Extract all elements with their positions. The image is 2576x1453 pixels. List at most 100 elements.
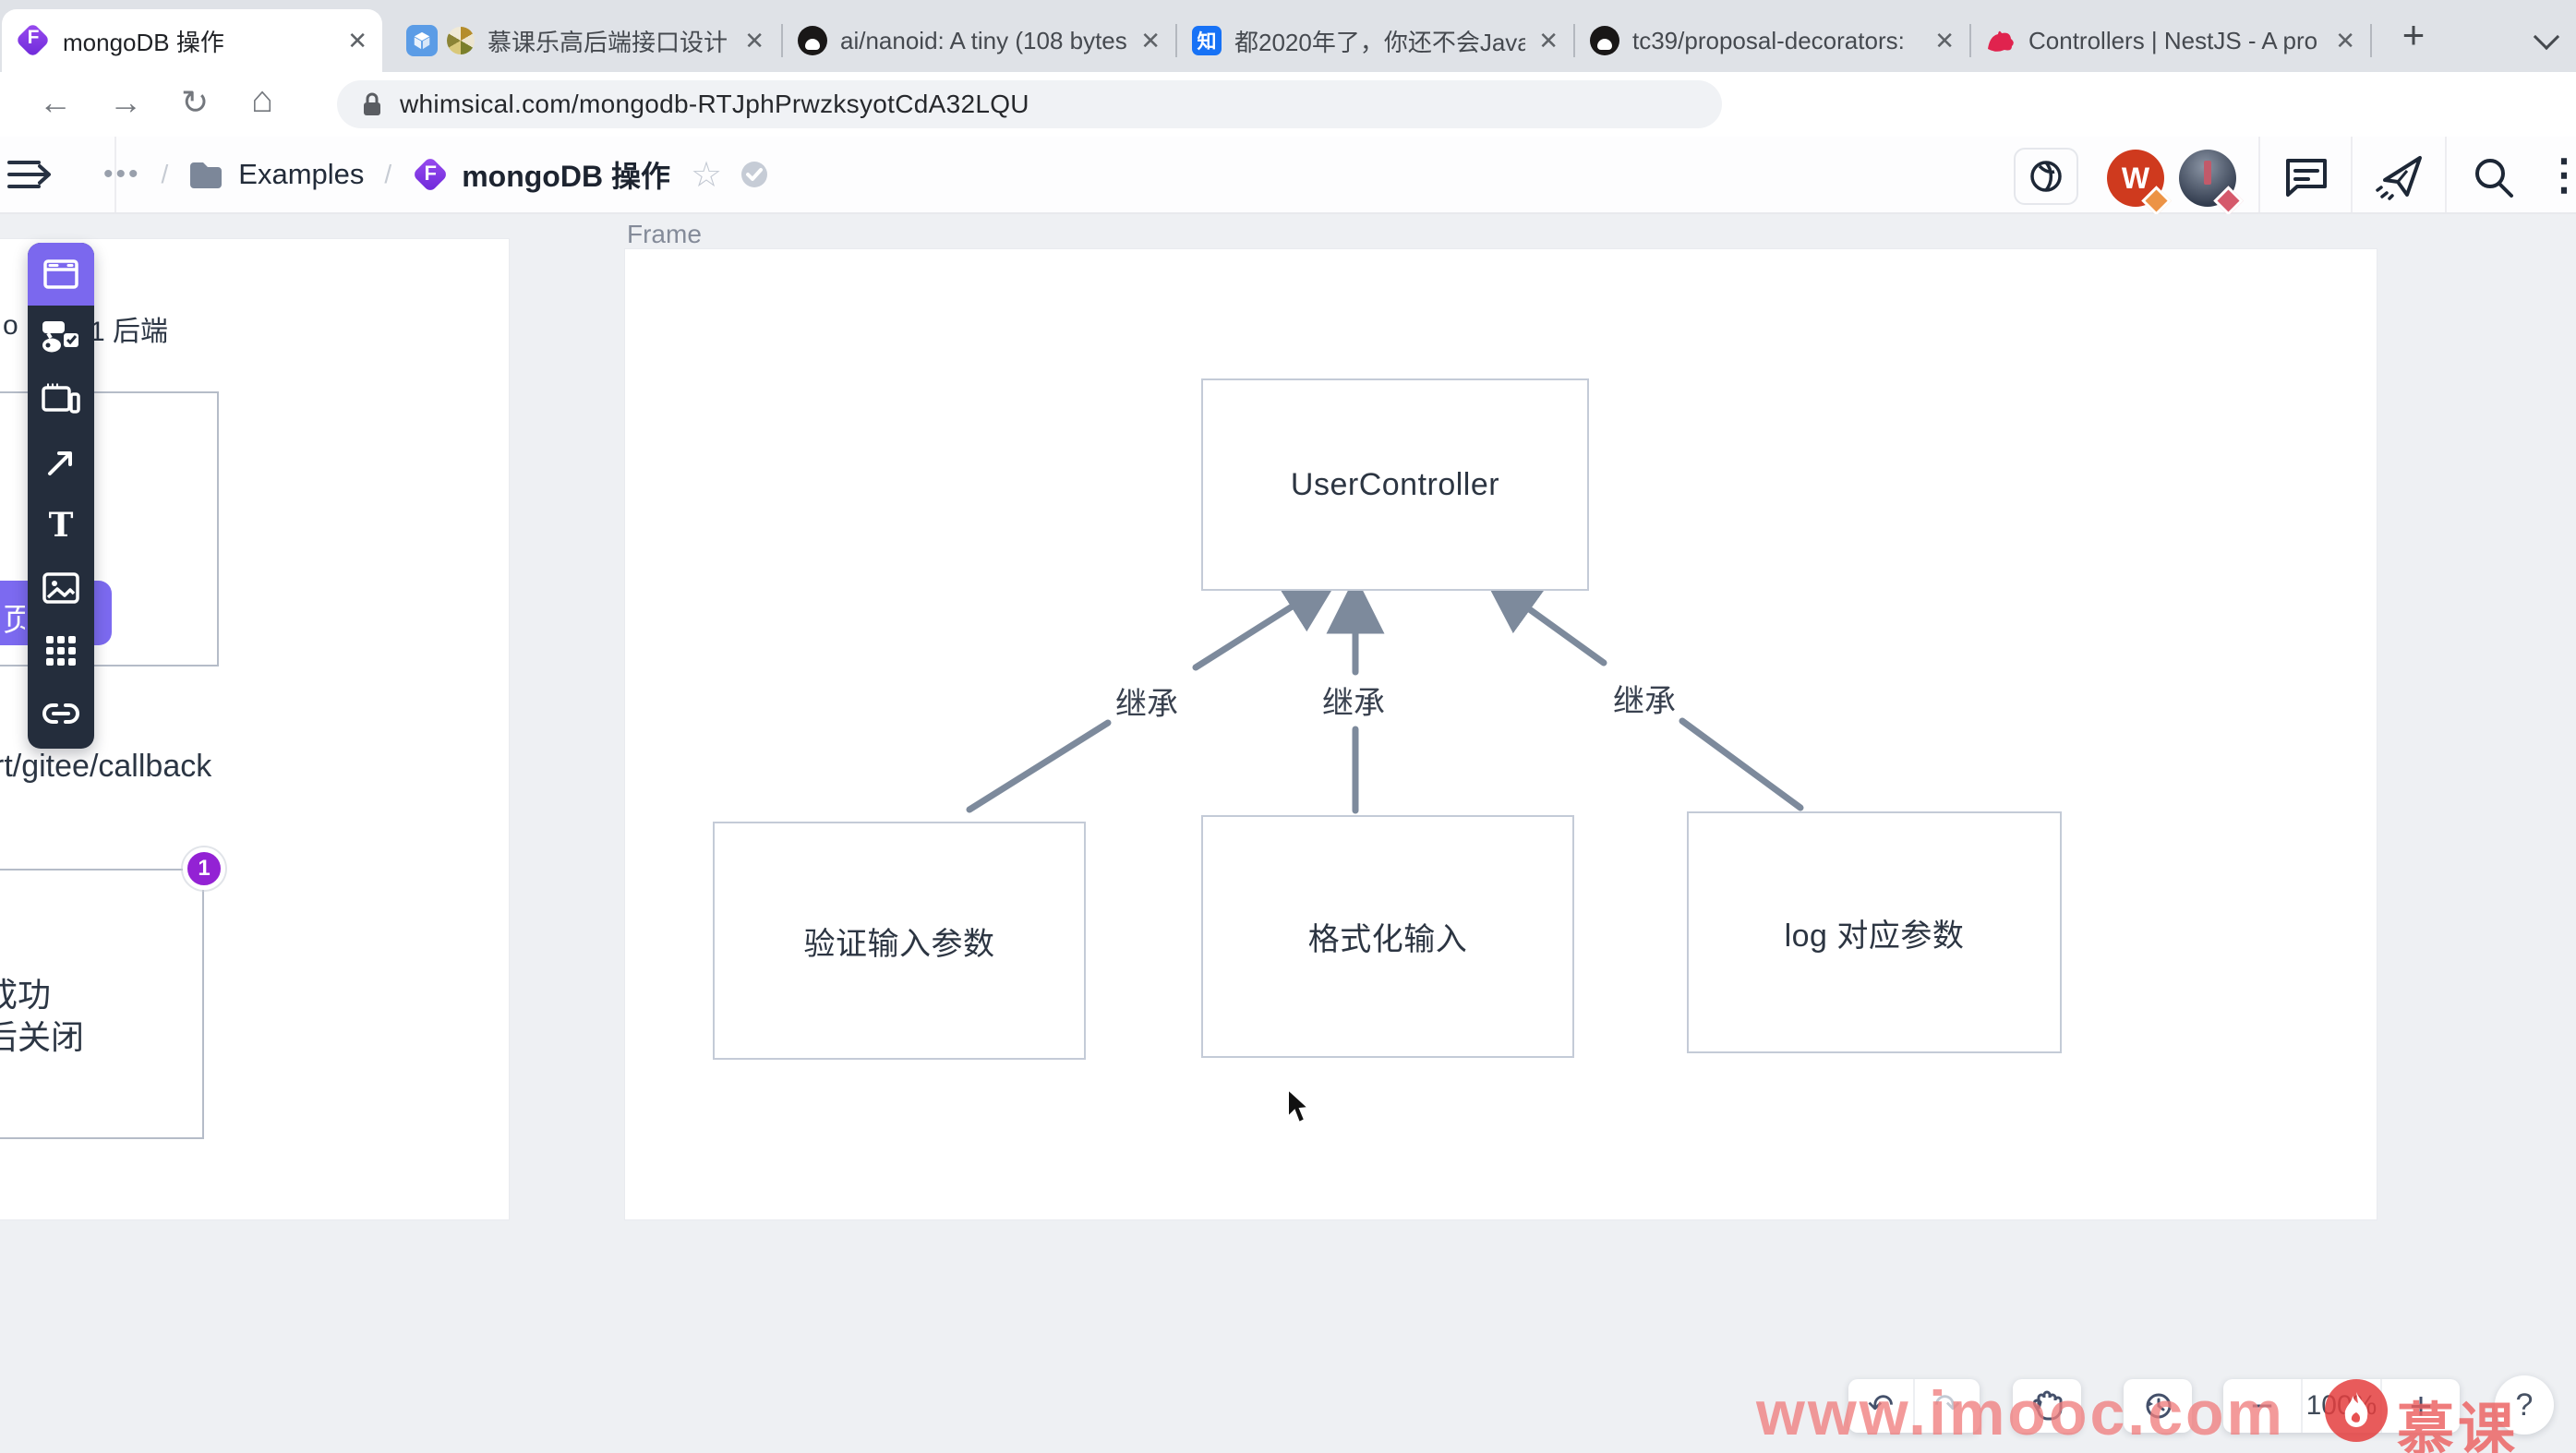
undo-button[interactable]: ↶	[1867, 1388, 1895, 1423]
text-tool[interactable]: T	[48, 506, 74, 545]
canvas[interactable]: o 1 后端 页 rt/gitee/callback 1 成功 后关闭 Fram…	[0, 214, 2576, 1453]
history-button[interactable]	[2124, 1379, 2192, 1433]
reload-button[interactable]: ↻	[181, 83, 210, 121]
close-tab-icon[interactable]: ✕	[744, 26, 764, 54]
frame-tool[interactable]	[28, 243, 94, 306]
header-divider	[2351, 137, 2353, 212]
inheritance-arrows	[966, 575, 1804, 814]
tab-title: mongoDB 操作	[63, 28, 224, 56]
tab-title: Controllers | NestJS - A pro	[2028, 26, 2318, 54]
close-tab-icon[interactable]: ✕	[1538, 26, 1559, 54]
mouse-cursor	[1287, 1087, 1311, 1124]
edge-label[interactable]: 继承	[1613, 684, 1676, 719]
zhihu-favicon: 知	[1192, 26, 1222, 55]
left-node-box2[interactable]	[0, 869, 204, 1139]
back-button[interactable]: ←	[39, 83, 72, 121]
present-globe-button[interactable]	[2014, 148, 2078, 205]
app-header: ••• / Examples / F mongoDB 操作 ☆ W	[0, 137, 2576, 216]
forward-button[interactable]: →	[109, 83, 142, 121]
user-avatar[interactable]	[2179, 150, 2244, 216]
url-field[interactable]: whimsical.com/mongodb-RTJphPrwzksyotCdA3…	[337, 80, 1722, 128]
purple-button-label: 页	[3, 603, 25, 638]
imooc-watermark-brand: 慕课网	[2397, 1399, 2520, 1453]
saved-check-icon	[741, 162, 768, 187]
undo-redo-group: ↶ ↷	[1848, 1379, 1980, 1433]
close-tab-icon[interactable]: ✕	[2335, 26, 2355, 54]
header-divider	[2445, 137, 2447, 212]
node-usercontroller[interactable]: UserController	[1201, 378, 1589, 591]
shapes-tool[interactable]	[28, 306, 94, 368]
close-tab-icon[interactable]: ✕	[1140, 26, 1161, 54]
callback-path-text: rt/gitee/callback	[0, 749, 212, 784]
frame-label[interactable]: Frame	[627, 220, 702, 248]
tab-title: 慕课乐高后端接口设计	[488, 28, 728, 56]
imooc-watermark-url: www.imooc.com	[1756, 1378, 2286, 1448]
avatar-initial: W	[2121, 161, 2150, 195]
tab-nestjs[interactable]: Controllers | NestJS - A pro ✕	[1971, 9, 2370, 72]
pan-hand-button[interactable]	[2013, 1379, 2081, 1433]
link-tool[interactable]	[28, 682, 94, 745]
close-tab-icon[interactable]: ✕	[1934, 26, 1955, 54]
search-button[interactable]	[2467, 151, 2521, 203]
tab-nanoid[interactable]: ai/nanoid: A tiny (108 bytes ✕	[783, 9, 1175, 72]
new-tab-button[interactable]: +	[2401, 13, 2426, 56]
tab-separator	[1573, 24, 1575, 57]
breadcrumb-separator: /	[384, 160, 392, 188]
tab-separator	[1175, 24, 1177, 57]
github-favicon	[798, 26, 827, 55]
tab-mongodb[interactable]: F mongoDB 操作 ✕	[2, 9, 382, 72]
share-button[interactable]	[2369, 150, 2428, 205]
left-box-line1: 成功	[0, 976, 52, 1014]
address-bar: ← → ↻ ⌂ whimsical.com/mongodb-RTJphPrwzk…	[0, 72, 2576, 202]
favorite-star-icon[interactable]: ☆	[690, 155, 723, 195]
more-menu-icon[interactable]: ⋮	[2543, 150, 2576, 198]
help-button[interactable]: ?	[2495, 1375, 2554, 1435]
tab-search-chevron-icon[interactable]	[2533, 23, 2560, 51]
pinwheel-favicon	[447, 27, 475, 54]
presence-diamond-badge	[2213, 186, 2244, 216]
tab-title: tc39/proposal-decorators:	[1632, 26, 1905, 54]
hidden-text-fragment: o	[3, 310, 18, 341]
tab-zhihu[interactable]: 知 都2020年了，你还不会Java ✕	[1177, 9, 1573, 72]
url-text: whimsical.com/mongodb-RTJphPrwzksyotCdA3…	[400, 90, 1029, 118]
node-validate-params[interactable]: 验证输入参数	[713, 822, 1086, 1060]
node-format-input[interactable]: 格式化输入	[1201, 815, 1574, 1058]
image-tool[interactable]	[28, 557, 94, 619]
node-log-params[interactable]: log 对应参数	[1687, 811, 2062, 1053]
avatar-figure	[2204, 161, 2211, 185]
redo-button[interactable]: ↷	[1933, 1388, 1961, 1423]
connector-arrow-tool[interactable]	[28, 431, 94, 494]
help-label: ?	[2515, 1387, 2534, 1423]
github-favicon	[1590, 26, 1619, 55]
doc-title[interactable]: mongoDB 操作	[462, 160, 670, 193]
zoom-in-button[interactable]: +	[2409, 1384, 2433, 1427]
left-node-box[interactable]	[0, 391, 219, 666]
sidebar-toggle-icon[interactable]	[6, 155, 54, 194]
control-divider	[1913, 1379, 1915, 1433]
breadcrumb-separator: /	[161, 160, 169, 188]
window-tool[interactable]	[28, 368, 94, 431]
cube-favicon	[406, 25, 438, 56]
zoom-out-button[interactable]: −	[2250, 1384, 2274, 1427]
tab-title: 都2020年了，你还不会Java	[1234, 28, 1526, 56]
node-label: log 对应参数	[1784, 918, 1965, 954]
node-label: 验证输入参数	[803, 926, 995, 962]
breadcrumb-folder[interactable]: Examples	[238, 158, 365, 190]
tab-bar: F mongoDB 操作 ✕ 慕课乐高后端接口设计 ✕ ai/nanoid: A…	[0, 0, 2576, 72]
step-badge[interactable]: 1	[183, 847, 225, 890]
home-button[interactable]: ⌂	[251, 79, 274, 120]
comments-button[interactable]	[2279, 151, 2334, 203]
tab-separator	[1969, 24, 1971, 57]
icon-grid-tool[interactable]	[28, 619, 94, 682]
close-tab-icon[interactable]: ✕	[347, 26, 367, 54]
edge-label[interactable]: 继承	[1115, 687, 1178, 722]
collaborator-avatar[interactable]: W	[2107, 150, 2172, 216]
tab-separator	[781, 24, 783, 57]
whimsical-favicon: F	[15, 22, 51, 58]
edge-label[interactable]: 继承	[1322, 686, 1385, 721]
left-box-line2: 后关闭	[0, 1018, 85, 1056]
tab-tc39[interactable]: tc39/proposal-decorators: ✕	[1575, 9, 1969, 72]
breadcrumb-more-button[interactable]: •••	[103, 159, 141, 189]
tab-mooc-lego[interactable]: 慕课乐高后端接口设计 ✕	[391, 9, 779, 72]
